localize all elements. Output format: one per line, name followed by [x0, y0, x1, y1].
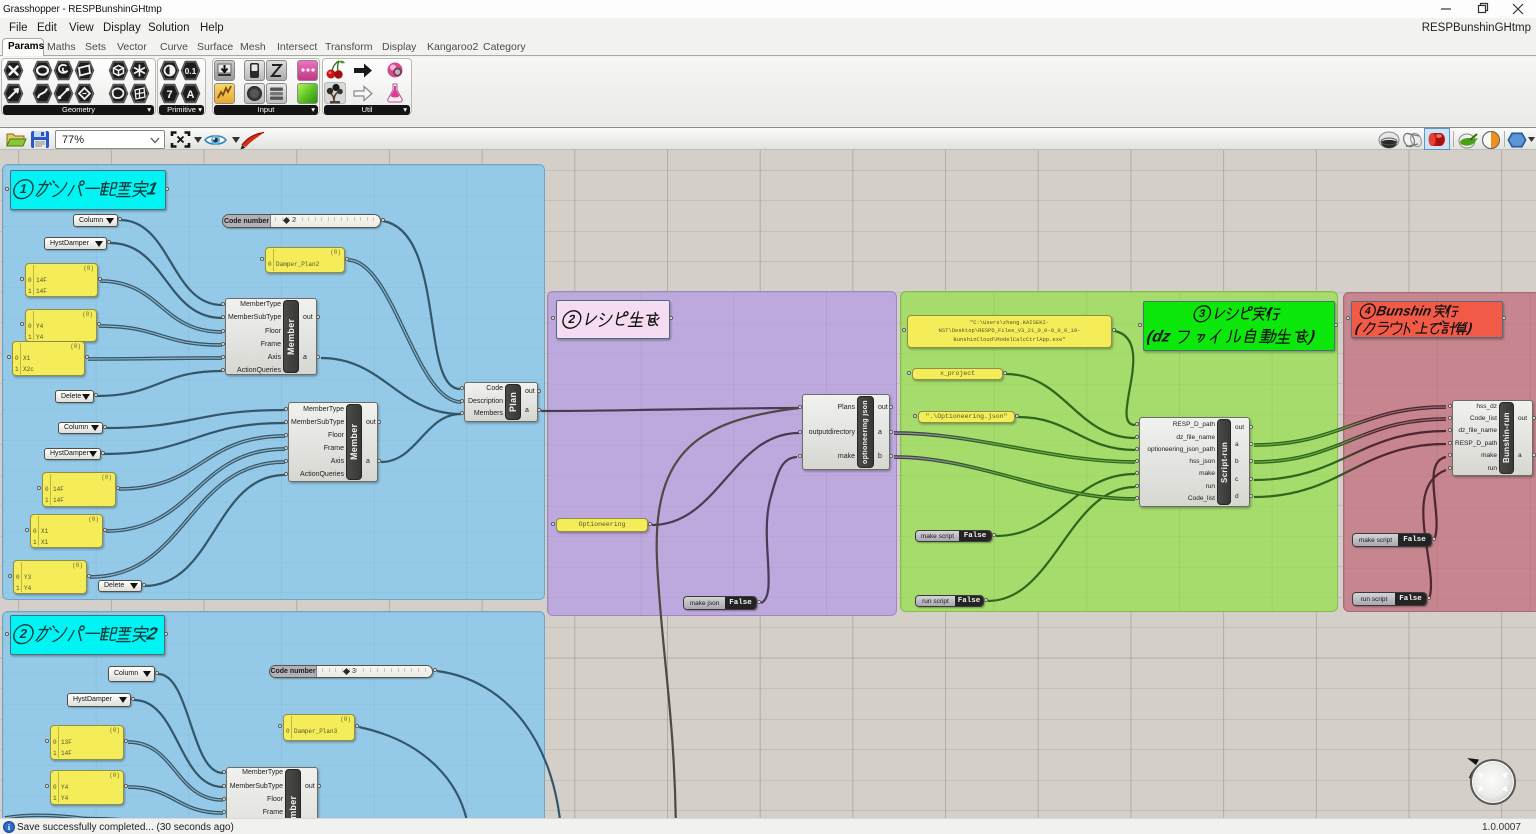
svg-text:): ) [1463, 321, 1473, 335]
svg-text:): ) [1305, 328, 1316, 346]
svg-text:1: 1 [18, 181, 28, 196]
svg-text:7: 7 [166, 89, 172, 101]
svg-text:A: A [187, 89, 195, 101]
svg-text:2: 2 [144, 624, 159, 644]
svg-text:2: 2 [567, 312, 577, 326]
svg-text:(dz: (dz [1145, 328, 1172, 346]
svg-text:2: 2 [18, 626, 28, 641]
svg-text:3: 3 [1198, 308, 1207, 320]
svg-text:i: i [8, 823, 11, 832]
svg-text:4: 4 [1364, 306, 1372, 317]
svg-text:1: 1 [145, 179, 159, 199]
svg-text:(: ( [1354, 321, 1364, 335]
svg-text:Bunshin: Bunshin [1375, 303, 1433, 319]
svg-text:0.1: 0.1 [185, 66, 197, 76]
